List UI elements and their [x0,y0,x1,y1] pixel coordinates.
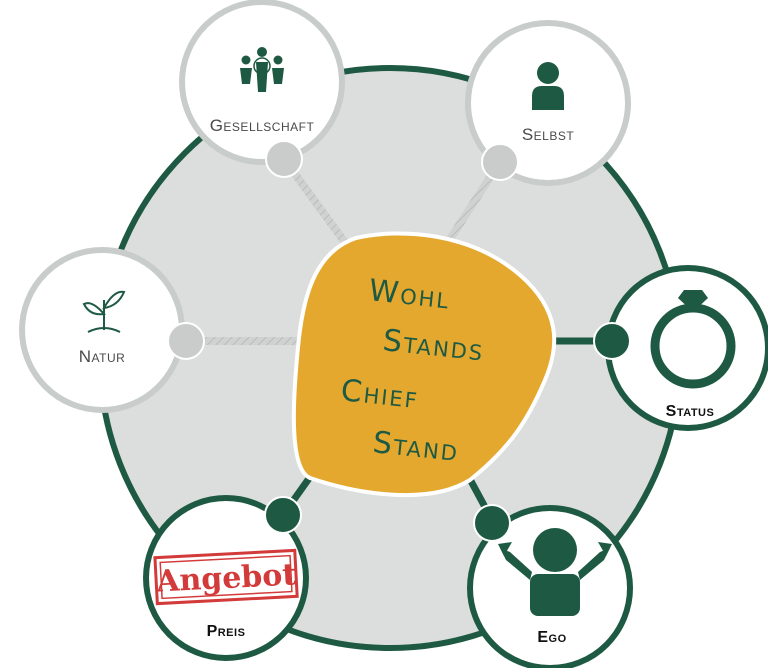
center-blob [291,231,557,498]
stamp-text: Angebot [154,557,297,599]
node-ego: Ego [467,504,633,668]
node-status: Status [593,265,768,431]
label-gesellschaft: Gesellschaft [210,116,315,135]
self-pointing-person-icon [498,528,612,616]
sprout-icon [82,290,126,333]
diamond-ring-icon [650,290,736,389]
person-icon [532,62,564,110]
connector-dot-natur [167,322,205,360]
node-natur: Natur [19,247,205,413]
center-title: Wohl Stands Chief Stand [339,273,486,469]
connector-dot-ego [473,504,511,542]
people-network-icon [240,47,284,92]
node-preis: Angebot Preis [143,495,309,661]
node-selbst: Selbst [465,20,631,186]
label-preis: Preis [207,623,246,640]
node-gesellschaft: Gesellschaft [179,0,345,178]
connector-dot-selbst [481,143,519,181]
angebot-stamp-icon: Angebot [153,548,299,606]
label-ego: Ego [537,629,566,646]
connector-dot-gesellschaft [265,140,303,178]
connector-dot-status [593,322,631,360]
center-line-3: Chief [339,373,421,416]
label-selbst: Selbst [522,125,575,144]
center-line-1: Wohl [367,273,452,316]
label-natur: Natur [79,347,126,366]
connector-dot-preis [264,496,302,534]
label-status: Status [666,403,715,420]
